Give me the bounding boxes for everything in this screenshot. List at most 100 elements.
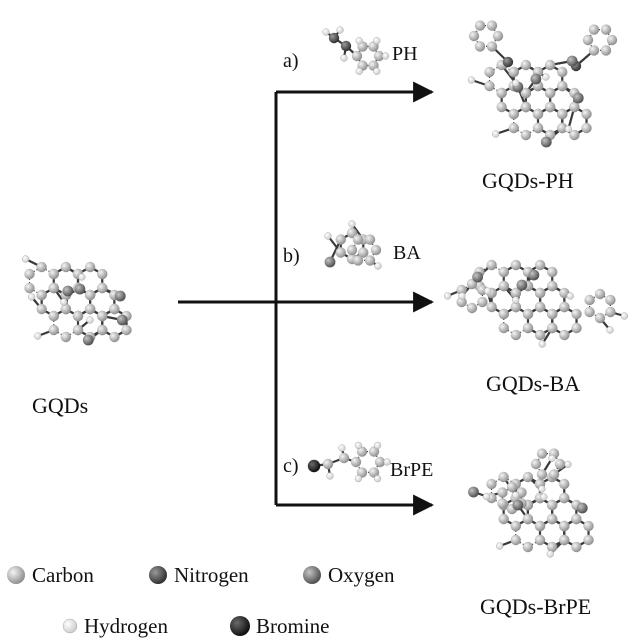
atom-c bbox=[554, 458, 566, 470]
atom-c bbox=[547, 322, 558, 334]
atom-c bbox=[588, 45, 600, 56]
atom-c bbox=[510, 520, 521, 532]
atom-c bbox=[486, 41, 498, 52]
atom-c bbox=[581, 122, 592, 134]
atom-c bbox=[356, 467, 368, 478]
atom-h bbox=[511, 79, 520, 87]
product-gqds-ph-label: GQDs-PH bbox=[482, 168, 574, 193]
atom-o bbox=[468, 486, 479, 498]
atom-c bbox=[584, 306, 595, 318]
atom-h bbox=[492, 130, 500, 138]
atom-c bbox=[322, 458, 334, 470]
atom-o bbox=[576, 502, 588, 514]
legend-carbon-swatch bbox=[7, 566, 25, 584]
atom-c bbox=[547, 280, 558, 292]
atom-c bbox=[532, 108, 544, 120]
step-a-label: a) bbox=[283, 50, 299, 72]
atom-c bbox=[60, 261, 72, 273]
atom-c bbox=[548, 469, 560, 480]
atom-c bbox=[544, 101, 556, 113]
atom-h bbox=[620, 312, 628, 320]
atom-c bbox=[474, 41, 486, 52]
brpe-molecule bbox=[307, 441, 391, 483]
atom-h bbox=[355, 37, 363, 45]
atom-h bbox=[354, 475, 363, 483]
atom-c bbox=[557, 122, 568, 134]
ph-molecule bbox=[322, 26, 390, 75]
atom-c bbox=[559, 301, 570, 313]
atom-c bbox=[605, 294, 616, 306]
atom-h bbox=[355, 67, 363, 75]
atom-c bbox=[522, 322, 534, 334]
product-gqds-ba-label: GQDs-BA bbox=[486, 371, 580, 396]
atom-o bbox=[114, 290, 126, 302]
atom-c bbox=[571, 513, 582, 525]
atom-c bbox=[84, 261, 96, 273]
atom-o bbox=[324, 256, 336, 268]
atom-c bbox=[547, 308, 558, 320]
atom-o bbox=[566, 55, 578, 67]
atom-c bbox=[520, 101, 532, 113]
atom-c bbox=[547, 266, 558, 278]
atom-c bbox=[486, 259, 497, 271]
atom-h bbox=[373, 67, 381, 75]
gqds-brpe-molecule bbox=[468, 448, 594, 558]
atom-h bbox=[542, 73, 550, 81]
atom-h bbox=[546, 550, 554, 558]
atom-h bbox=[538, 485, 546, 493]
atom-h bbox=[28, 293, 36, 301]
atom-c bbox=[474, 20, 486, 31]
atom-c bbox=[109, 331, 120, 343]
atom-h bbox=[340, 54, 348, 62]
atom-c bbox=[534, 329, 546, 341]
atom-c bbox=[368, 467, 380, 478]
atom-c bbox=[338, 452, 350, 464]
atom-c bbox=[60, 331, 72, 343]
atom-h bbox=[566, 292, 574, 300]
atom-n bbox=[328, 32, 340, 44]
atom-c bbox=[594, 312, 606, 324]
legend-hydrogen-label: Hydrogen bbox=[84, 614, 168, 638]
atom-c bbox=[364, 255, 376, 266]
atom-c bbox=[559, 478, 570, 490]
atom-c bbox=[559, 329, 570, 341]
atom-o bbox=[540, 136, 552, 148]
atom-c bbox=[368, 446, 380, 457]
atom-o bbox=[516, 279, 528, 291]
atom-o bbox=[572, 92, 584, 104]
atom-o bbox=[528, 269, 540, 281]
atom-c bbox=[36, 303, 47, 315]
atom-h bbox=[444, 292, 452, 300]
atom-h bbox=[512, 296, 520, 304]
gqds-ba-molecule bbox=[444, 259, 628, 348]
atom-c bbox=[600, 45, 612, 56]
atom-c bbox=[97, 268, 108, 280]
atom-o bbox=[116, 314, 128, 326]
atom-h bbox=[373, 37, 381, 45]
atom-c bbox=[571, 322, 582, 334]
atom-c bbox=[48, 282, 59, 294]
atom-c bbox=[508, 122, 519, 134]
atom-h bbox=[548, 454, 556, 462]
atom-c bbox=[606, 34, 618, 46]
atom-h bbox=[467, 76, 476, 84]
atom-h bbox=[374, 475, 382, 483]
atom-h bbox=[538, 340, 546, 348]
atom-h bbox=[374, 262, 382, 270]
atom-c bbox=[60, 303, 72, 315]
legend-oxygen-label: Oxygen bbox=[328, 563, 395, 587]
atom-c bbox=[48, 310, 59, 322]
atom-c bbox=[358, 247, 369, 258]
gqds-ph-molecule bbox=[467, 20, 618, 148]
atom-c bbox=[370, 244, 382, 256]
atom-c bbox=[510, 301, 522, 313]
atom-h bbox=[382, 52, 390, 60]
atom-c bbox=[569, 129, 580, 141]
atom-c bbox=[510, 259, 522, 271]
atom-c bbox=[569, 101, 580, 113]
atom-c bbox=[522, 513, 534, 525]
atom-c bbox=[582, 34, 594, 46]
atom-c bbox=[486, 20, 498, 31]
